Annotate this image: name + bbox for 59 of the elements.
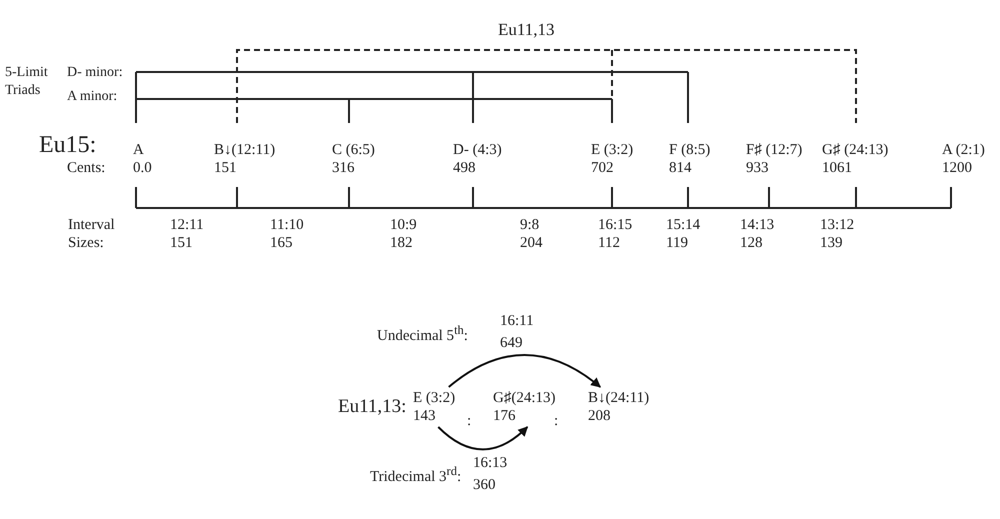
cents-value: 814 [669,159,692,177]
note-name: F (8:5) [669,141,710,159]
interval-size: 360 [473,476,496,494]
interval-size: 165 [270,234,292,252]
cents-value: 143 [413,407,436,425]
tuning-heading: Eu15: [39,136,96,154]
interval-ratio: 10:9 [390,216,417,234]
note-name: E (3:2) [591,141,634,159]
note-name: F♯ (12:7) [746,141,802,159]
interval-ratio: 9:8 [520,216,540,234]
curved-arrow [448,354,601,388]
note-name: C (6:5) [332,141,375,159]
interval-ratio: 16:13 [473,454,508,472]
row-heading: Interval [68,216,115,234]
note-name: E (3:2) [413,389,456,407]
group-title: Eu11,13 [498,21,555,39]
interval-size: 139 [820,234,842,252]
curved-arrow [438,426,528,450]
interval-ratio: 12:11 [170,216,204,234]
note-name: A (2:1) [942,141,985,159]
ratio-colon: : [554,412,558,430]
row-heading: Sizes: [68,234,104,252]
cents-value: 1061 [822,159,853,177]
tuning-heading: Eu11,13: [338,398,406,416]
interval-ratio: 16:11 [500,312,534,330]
row-heading: Cents: [67,159,106,177]
cents-value: 176 [493,407,516,425]
ratio-colon: : [467,412,472,430]
interval-size: 119 [666,234,688,252]
note-name: G♯(24:13) [493,389,556,407]
row-heading: 5-Limit Triads [5,64,49,100]
interval-size: 128 [740,234,762,252]
cents-value: 933 [746,159,770,177]
note-name: A [133,141,145,159]
interval-ratio: 16:15 [598,216,632,234]
interval-size: 204 [520,234,542,252]
interval-name: Tridecimal 3$^{rd}$: [370,463,462,486]
note-name: D- (4:3) [453,141,502,159]
interval-size: 112 [598,234,620,252]
cents-value: 208 [588,407,612,425]
triad-label: A minor: [67,88,118,106]
cents-value: 151 [214,159,238,177]
interval-ratio: 15:14 [666,216,700,234]
interval-ratio: 14:13 [740,216,774,234]
note-name: G♯ (24:13) [822,141,888,159]
triad-label: D- minor: [67,64,123,82]
note-name: B↓(24:11) [588,389,650,407]
interval-ratio: 13:12 [820,216,854,234]
cents-value: 1200 [942,159,973,177]
cents-value: 0.0 [133,159,152,177]
cents-value: 498 [453,159,476,177]
interval-size: 649 [500,334,522,352]
cents-value: 702 [591,159,614,177]
interval-ratio: 11:10 [270,216,304,234]
interval-size: 182 [390,234,412,252]
interval-name: Undecimal 5$^{th}$: [377,322,468,345]
interval-size: 151 [170,234,192,252]
note-name: B↓(12:11) [214,141,276,159]
cents-value: 316 [332,159,356,177]
